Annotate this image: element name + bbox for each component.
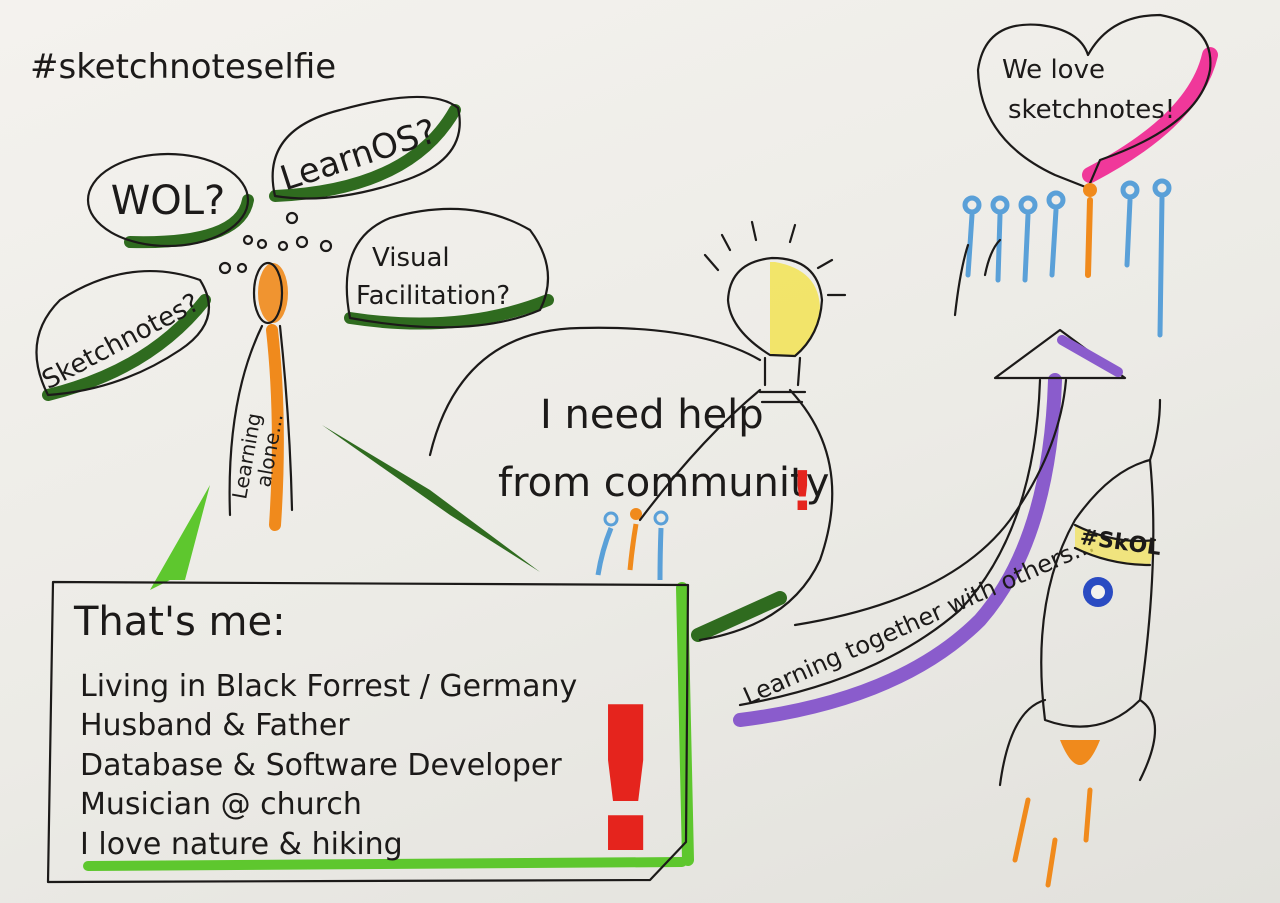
thought-bubble-wol: WOL? bbox=[86, 152, 254, 249]
about-list: Living in Black Forrest / Germany Husban… bbox=[80, 669, 577, 862]
about-item-2: Husband & Father bbox=[80, 708, 350, 743]
thought-bubble-sketchnotes: Sketchnotes? bbox=[35, 270, 211, 401]
thought-dots bbox=[218, 211, 333, 275]
lightbulb-icon bbox=[638, 220, 847, 522]
thought-bubble-visual-facilitation: Visual Facilitation? bbox=[344, 207, 554, 330]
small-group-figures bbox=[595, 508, 669, 581]
heart-text-line1: We love bbox=[1002, 55, 1105, 85]
wol-label: WOL? bbox=[111, 178, 226, 224]
help-speech-bubble: I need help from community ! bbox=[322, 326, 834, 642]
about-item-4: Musician @ church bbox=[80, 787, 362, 822]
rocket-icon: #SkOL bbox=[998, 398, 1163, 888]
about-exclaim: ! bbox=[580, 665, 671, 898]
heart-text-line2: sketchnotes! bbox=[1008, 95, 1175, 125]
help-exclaim: ! bbox=[790, 460, 815, 523]
about-title: That's me: bbox=[73, 599, 286, 645]
about-me-box: That's me: Living in Black Forrest / Ger… bbox=[46, 485, 694, 898]
thought-bubble-learnos: LearnOS? bbox=[269, 95, 461, 202]
growth-arrow: Learning together with others... bbox=[733, 328, 1127, 727]
about-item-1: Living in Black Forrest / Germany bbox=[80, 669, 577, 704]
visual-label-line1: Visual bbox=[372, 243, 450, 273]
community-figures bbox=[953, 178, 1172, 338]
hashtag-title: #sketchnoteselfie bbox=[30, 47, 336, 87]
about-item-5: I love nature & hiking bbox=[80, 827, 403, 862]
about-item-3: Database & Software Developer bbox=[80, 748, 562, 783]
person-learning-alone: Learning alone... bbox=[227, 261, 294, 531]
visual-label-line2: Facilitation? bbox=[356, 281, 510, 311]
help-text-line1: I need help bbox=[540, 392, 764, 438]
heart-speech-bubble: We love sketchnotes! bbox=[976, 13, 1218, 190]
help-text-line2: from community bbox=[498, 460, 829, 506]
